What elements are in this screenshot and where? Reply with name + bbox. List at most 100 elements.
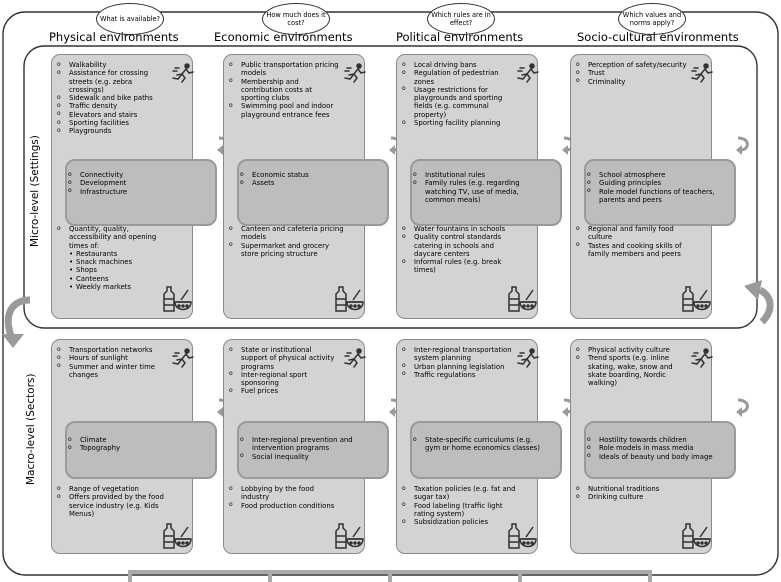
milk-bottle-and-bowl-icon xyxy=(507,285,537,317)
list-item: Swimming pool and indoor playground entr… xyxy=(228,102,340,119)
factor-list: Water fountains in schoolsQuality contro… xyxy=(401,224,517,275)
list-item: Trust xyxy=(575,69,687,78)
list-item: Trend sports (e.g. inline skating, wake,… xyxy=(575,354,687,387)
list-item: Economic status xyxy=(239,170,369,179)
running-person-icon xyxy=(691,63,713,87)
milk-bottle-and-bowl-icon xyxy=(681,522,711,554)
factor-list: School atmosphereGuiding principlesRole … xyxy=(586,170,716,204)
list-item: Playgrounds xyxy=(56,127,168,136)
factor-list: Public transportation pricing modelsMemb… xyxy=(228,61,340,119)
list-item: Physical activity culture xyxy=(575,345,687,354)
factor-list: Range of vegetationOffers provided by th… xyxy=(56,484,172,518)
list-item: Sporting facilities xyxy=(56,119,168,128)
list-item: Tastes and cooking skills of family memb… xyxy=(575,241,691,259)
curved-arrow-icon xyxy=(736,135,752,159)
question-text: Which rules are in effect? xyxy=(431,10,491,28)
factor-list: State or institutional support of physic… xyxy=(228,346,340,396)
list-item: Food production conditions xyxy=(228,501,344,510)
question-text: How much does it cost? xyxy=(266,10,326,28)
micro-cell-political: Local driving bansRegulation of pedestri… xyxy=(396,54,575,319)
list-item: Guiding principles xyxy=(586,179,716,188)
list-item: State or institutional support of physic… xyxy=(228,346,340,371)
list-item: Topography xyxy=(67,444,197,453)
list-item: Local driving bans xyxy=(401,60,513,69)
shared-factor-box: Hostility towards childrenRole models in… xyxy=(584,421,736,479)
running-person-icon xyxy=(344,348,366,372)
factor-list: Inter-regional transportation system pla… xyxy=(401,346,513,379)
list-item: Snack machines xyxy=(56,258,172,267)
macro-cell-sociocultural: Physical activity cultureTrend sports (e… xyxy=(570,339,749,554)
question-bubble-sociocultural: Which values and norms apply? xyxy=(618,3,686,35)
list-item: Public transportation pricing models xyxy=(228,61,340,78)
column-heading-physical: Physical environments xyxy=(49,30,179,44)
factor-list: Local driving bansRegulation of pedestri… xyxy=(401,60,513,128)
list-item: Subsidization policies xyxy=(401,518,517,527)
macro-cell-political: Inter-regional transportation system pla… xyxy=(396,339,575,554)
list-item: Canteen and cafeteria pricing models xyxy=(228,225,344,242)
list-item: Sporting facility planning xyxy=(401,119,513,128)
list-item: Quantity, quality, accessibility and ope… xyxy=(56,225,172,250)
list-item: Inter-regional prevention and interventi… xyxy=(239,436,369,453)
list-item: Traffic regulations xyxy=(401,370,513,379)
list-item: Elevators and stairs xyxy=(56,110,168,119)
list-item: Supermarket and grocery store pricing st… xyxy=(228,241,344,259)
list-item: Quality control standards catering in sc… xyxy=(401,233,517,258)
milk-bottle-and-bowl-icon xyxy=(334,522,364,554)
factor-list: WalkabilityAssistance for crossing stree… xyxy=(56,60,168,136)
list-item: Regulation of pedestrian zones xyxy=(401,69,513,86)
question-text: What is available? xyxy=(99,14,161,23)
list-item: Taxation policies (e.g. fat and sugar ta… xyxy=(401,485,517,502)
list-item: Institutional rules xyxy=(412,170,542,179)
list-item: Traffic density xyxy=(56,102,168,111)
list-item: Weekly markets xyxy=(56,283,172,292)
list-item: Drinking culture xyxy=(575,493,691,502)
running-person-icon xyxy=(517,63,539,87)
list-item: Inter-regional transportation system pla… xyxy=(401,346,513,363)
factor-list: Economic statusAssets xyxy=(239,170,369,188)
list-item: Hostility towards children xyxy=(586,435,716,444)
milk-bottle-and-bowl-icon xyxy=(334,285,364,317)
factor-list: ClimateTopography xyxy=(67,435,197,453)
curved-arrow-icon xyxy=(736,397,752,421)
list-item: Nutritional traditions xyxy=(575,484,691,493)
list-item: Hours of sunlight xyxy=(56,354,168,363)
shared-factor-box: State-specific curriculums (e.g. gym or … xyxy=(410,421,562,479)
list-item: Restaurants xyxy=(56,250,172,259)
list-item: Offers provided by the food service indu… xyxy=(56,493,172,518)
list-item: Usage restrictions for playgrounds and s… xyxy=(401,85,513,119)
list-item: Informal rules (e.g. break times) xyxy=(401,258,517,275)
list-item: Sidewalk and bike paths xyxy=(56,94,168,103)
list-item: Ideals of beauty und body image xyxy=(586,452,716,461)
list-item: Summer and winter time changes xyxy=(56,362,168,380)
question-bubble-political: Which rules are in effect? xyxy=(427,3,495,35)
milk-bottle-and-bowl-icon xyxy=(162,522,192,554)
shared-factor-box: Economic statusAssets xyxy=(237,159,389,226)
list-item: Criminality xyxy=(575,77,687,86)
question-bubble-physical: What is available? xyxy=(96,3,164,35)
list-item: Water fountains in schools xyxy=(401,224,517,233)
column-heading-economic: Economic environments xyxy=(214,30,353,44)
factor-list: Institutional rulesFamily rules (e.g. re… xyxy=(412,170,542,204)
list-item: Urban planning legislation xyxy=(401,362,513,371)
list-item: School atmosphere xyxy=(586,170,716,179)
column-heading-political: Political environments xyxy=(396,30,524,44)
list-item: Canteens xyxy=(56,275,172,284)
running-person-icon xyxy=(517,348,539,372)
question-bubble-economic: How much does it cost? xyxy=(262,3,330,35)
list-item: Lobbying by the food industry xyxy=(228,485,344,502)
shared-factor-box: School atmosphereGuiding principlesRole … xyxy=(584,159,736,226)
list-item: Shops xyxy=(56,266,172,275)
micro-cell-economic: Public transportation pricing modelsMemb… xyxy=(223,54,402,319)
micro-cell-sociocultural: Perception of safety/securityTrustCrimin… xyxy=(570,54,749,319)
milk-bottle-and-bowl-icon xyxy=(162,285,192,317)
list-item: Membership and contribution costs at spo… xyxy=(228,77,340,103)
factor-list: Regional and family food cultureTastes a… xyxy=(575,225,691,258)
level-label-macro: Macro-level (Sectors) xyxy=(25,373,37,486)
list-item: Infrastructure xyxy=(67,187,197,196)
factor-list: Quantity, quality, accessibility and ope… xyxy=(56,225,172,292)
list-item: Inter-regional sport sponsoring xyxy=(228,370,340,388)
factor-list: Inter-regional prevention and interventi… xyxy=(239,436,369,461)
list-item: State-specific curriculums (e.g. gym or … xyxy=(412,436,542,453)
factor-list: Taxation policies (e.g. fat and sugar ta… xyxy=(401,485,517,527)
